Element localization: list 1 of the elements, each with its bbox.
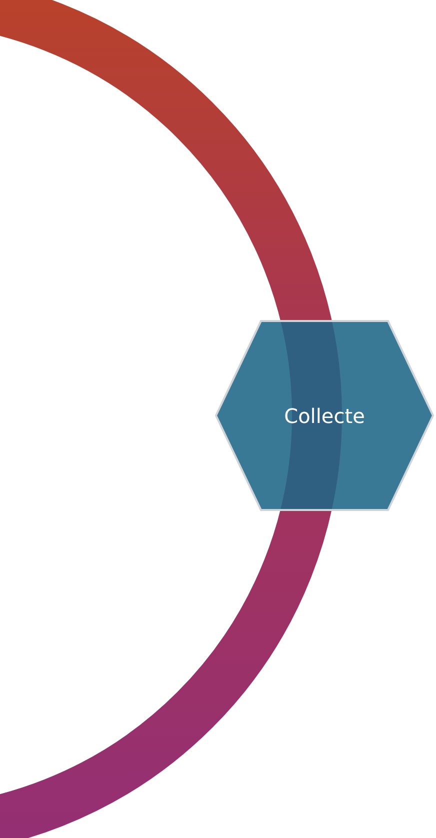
node-label: Collecte (283, 404, 366, 428)
